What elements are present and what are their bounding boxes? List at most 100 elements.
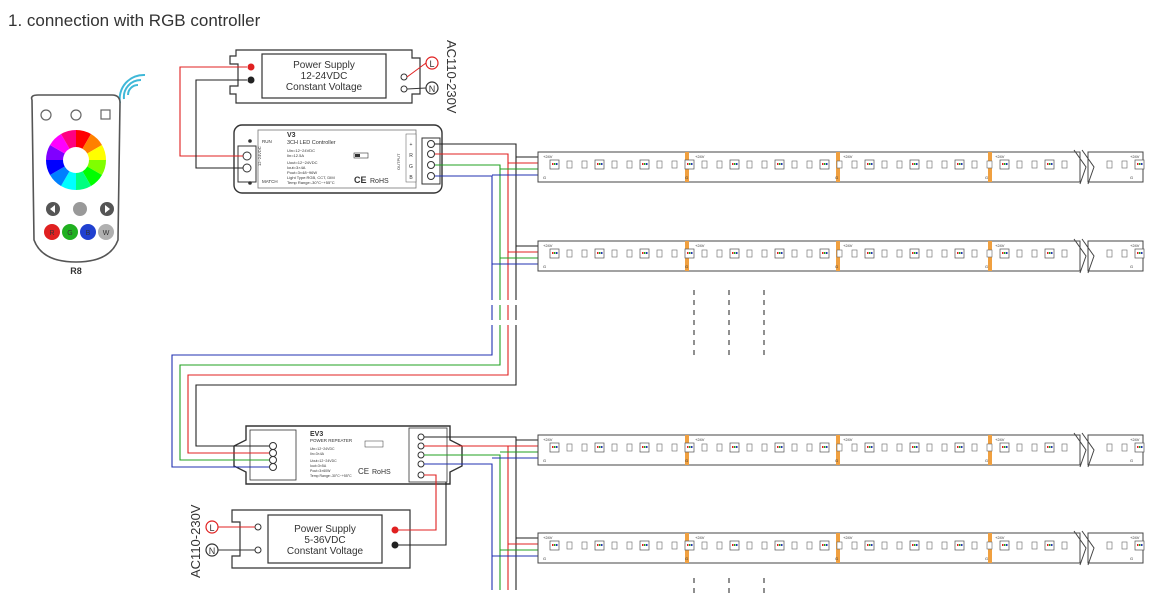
controller-spec-5: Light Type:RGB, CCT, DIM <box>287 175 335 180</box>
resistor <box>671 160 678 169</box>
resistor <box>1016 249 1023 258</box>
resistor <box>836 443 843 452</box>
button-w-label: W <box>103 230 110 237</box>
psu-bottom-l-label: L <box>209 523 214 533</box>
color-wheel <box>46 130 106 190</box>
resistor <box>971 541 978 550</box>
controller-input-label: 12~24VDC <box>257 146 262 166</box>
resistor <box>896 249 903 258</box>
resistor <box>971 443 978 452</box>
save-icon <box>100 109 111 120</box>
strip-ground-label: G <box>1130 175 1133 180</box>
psu-bottom-plus-terminal <box>391 526 399 534</box>
resistor <box>926 160 933 169</box>
resistor <box>971 249 978 258</box>
button-g <box>62 224 78 240</box>
resistor <box>881 249 888 258</box>
strip-ground-label: G <box>543 556 546 561</box>
resistor <box>851 249 858 258</box>
resistor <box>881 443 888 452</box>
resistor <box>611 160 618 169</box>
continuation-dashes <box>693 290 765 593</box>
resistor <box>1061 249 1068 258</box>
resistor <box>986 160 993 169</box>
controller-v3: RUN MATCH 12~24VDC V3 3CH LED Controller… <box>233 124 443 194</box>
page-title: 1. connection with RGB controller <box>8 11 261 30</box>
resistor <box>896 443 903 452</box>
led-strips: +24V +24V +24V +24V +24V G G G G G +24V +24V +24V +24… <box>537 149 1145 566</box>
strip-ground-label: G <box>835 556 838 561</box>
resistor <box>701 443 708 452</box>
resistor <box>791 541 798 550</box>
strip-plus-label: +24V <box>695 437 705 442</box>
resistor <box>941 249 948 258</box>
resistor <box>626 443 633 452</box>
resistor <box>716 541 723 550</box>
resistor <box>566 249 573 258</box>
strip-ground-label: G <box>543 175 546 180</box>
resistor <box>791 443 798 452</box>
strip-plus-label: +24V <box>695 154 705 159</box>
controller-spec-1: Iin=12.5A <box>287 153 304 158</box>
strip-plus-label: +24V <box>995 243 1005 248</box>
repeater-ce-mark: CE <box>358 467 369 476</box>
psu-bottom-mains-label: AC110-230V <box>188 504 203 578</box>
resistor <box>926 541 933 550</box>
strip-plus-label: +24V <box>1130 243 1140 248</box>
psu-top-line3: Constant Voltage <box>286 82 363 93</box>
resistor <box>671 249 678 258</box>
controller-rohs-mark: RoHS <box>370 178 389 185</box>
resistor <box>716 160 723 169</box>
strip-plus-label: +24V <box>843 243 853 248</box>
psu-bottom-minus-terminal <box>391 541 399 549</box>
strip-ground-label: G <box>685 175 688 180</box>
psu-top-minus-terminal <box>247 76 255 84</box>
resistor <box>671 443 678 452</box>
controller-pin-r: R <box>409 153 413 159</box>
resistor <box>656 541 663 550</box>
remote-r8: R G B W R8 <box>30 73 146 276</box>
strip-plus-label: +24V <box>695 243 705 248</box>
strip-plus-label: +24V <box>843 154 853 159</box>
resistor <box>1121 160 1128 169</box>
strip-plus-label: +24V <box>543 437 553 442</box>
resistor <box>1016 443 1023 452</box>
button-b-label: B <box>86 230 91 237</box>
resistor <box>986 541 993 550</box>
resistor <box>581 443 588 452</box>
controller-spec-6: Temp Range:-30°C~+55°C <box>287 180 335 185</box>
strip-plus-label: +24V <box>1130 437 1140 442</box>
resistor <box>1061 443 1068 452</box>
resistor <box>836 541 843 550</box>
power-icon <box>40 109 52 121</box>
repeater-rohs-mark: RoHS <box>372 469 391 476</box>
resistor <box>986 443 993 452</box>
resistor <box>941 160 948 169</box>
strip-ground-label: G <box>985 458 988 463</box>
strip-plus-label: +24V <box>543 243 553 248</box>
resistor <box>896 541 903 550</box>
controller-spec-2: Uout=12~24VDC <box>287 160 318 165</box>
strip-plus-label: +24V <box>543 154 553 159</box>
resistor <box>581 541 588 550</box>
resistor <box>986 249 993 258</box>
resistor <box>896 160 903 169</box>
resistor <box>851 541 858 550</box>
resistor <box>746 249 753 258</box>
psu-top-line2: 12-24VDC <box>301 71 348 82</box>
resistor <box>761 160 768 169</box>
button-b <box>80 224 96 240</box>
resistor <box>566 541 573 550</box>
strip-ground-label: G <box>985 556 988 561</box>
power-supply-top: Power Supply 12-24VDC Constant Voltage L… <box>229 40 459 114</box>
resistor <box>581 249 588 258</box>
resistor <box>926 249 933 258</box>
controller-run-led: RUN <box>262 139 272 144</box>
resistor <box>566 160 573 169</box>
resistor <box>881 541 888 550</box>
resistor <box>761 249 768 258</box>
controller-spec-3: Iout=3×4A <box>287 165 306 170</box>
